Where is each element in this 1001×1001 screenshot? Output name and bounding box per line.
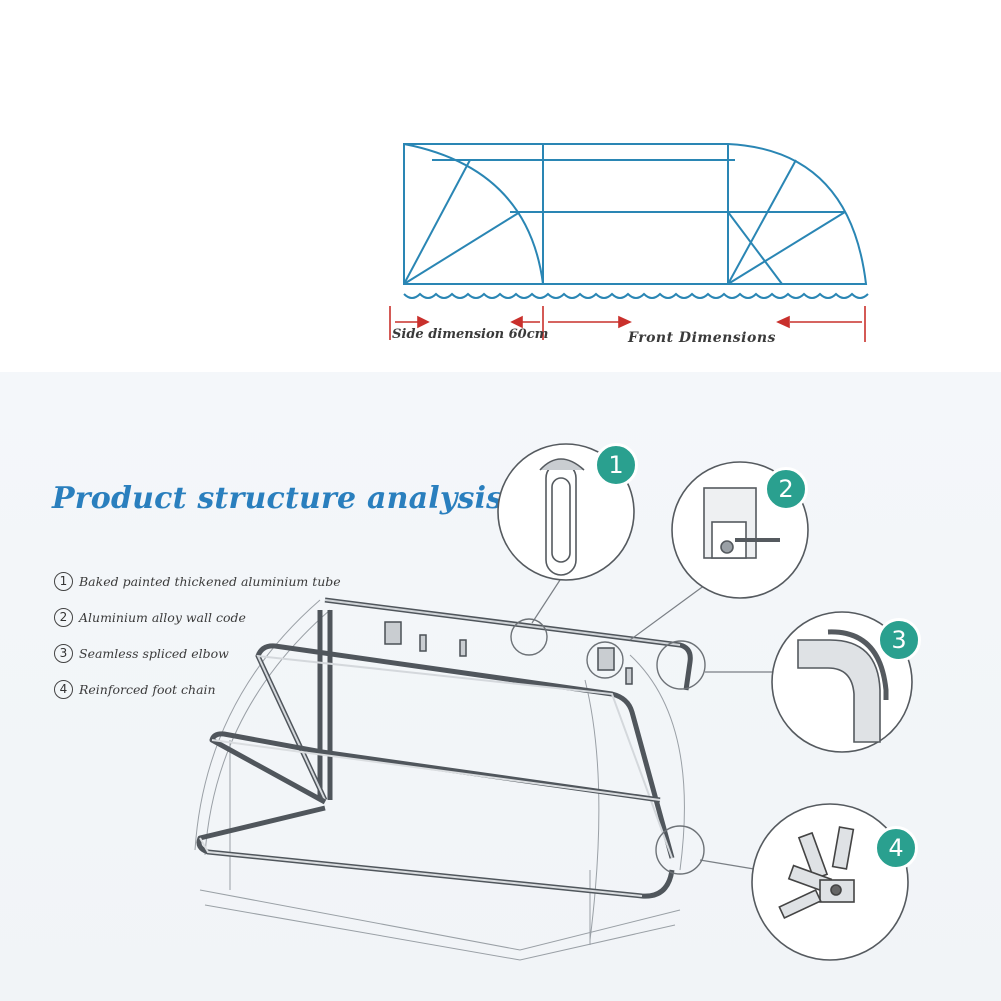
- feature-item: 2 Aluminium alloy wall code: [54, 599, 341, 635]
- blueprint-outline: [403, 143, 868, 285]
- callout-badge-2: 2: [764, 467, 808, 511]
- feature-item: 4 Reinforced foot chain: [54, 671, 341, 707]
- callout-leaders: [531, 579, 775, 871]
- feature-number: 4: [54, 679, 73, 699]
- detail-aluminium-tube: [539, 458, 585, 576]
- back-frame-highlight: [324, 599, 681, 646]
- detail-wall-code: [703, 487, 780, 559]
- feature-item: 1 Baked painted thickened aluminium tube: [54, 563, 341, 599]
- feature-number: 2: [54, 607, 73, 627]
- structure-title: Product structure analysis: [52, 481, 504, 516]
- blueprint-valance: [403, 292, 869, 299]
- dimension-arrows: [389, 306, 866, 342]
- side-dimension-label: Side dimension 60cm: [392, 327, 549, 342]
- back-frame: [317, 597, 693, 800]
- feature-text: Aluminium alloy wall code: [79, 609, 246, 625]
- callout-badge-1: 1: [594, 443, 638, 487]
- front-dimension-label: Front Dimensions: [628, 330, 776, 346]
- feature-item: 3 Seamless spliced elbow: [54, 635, 341, 671]
- front-frame: [196, 731, 675, 899]
- callout-targets: [510, 618, 706, 875]
- canopy-outline: [194, 599, 685, 961]
- feature-text: Reinforced foot chain: [79, 681, 216, 697]
- feature-text: Seamless spliced elbow: [79, 645, 229, 661]
- callout-badge-4: 4: [874, 826, 918, 870]
- detail-foot-chain: [778, 826, 855, 919]
- blueprint-side-arc: [403, 143, 544, 285]
- feature-number: 3: [54, 643, 73, 663]
- wall-brackets: [384, 621, 633, 685]
- callout-badge-3: 3: [877, 618, 921, 662]
- feature-list: 1 Baked painted thickened aluminium tube…: [54, 563, 341, 707]
- middle-frame: [255, 643, 675, 859]
- detail-elbow: [797, 629, 889, 743]
- feature-number: 1: [54, 571, 73, 591]
- canopy-blueprint: [389, 143, 869, 342]
- feature-text: Baked painted thickened aluminium tube: [79, 573, 341, 589]
